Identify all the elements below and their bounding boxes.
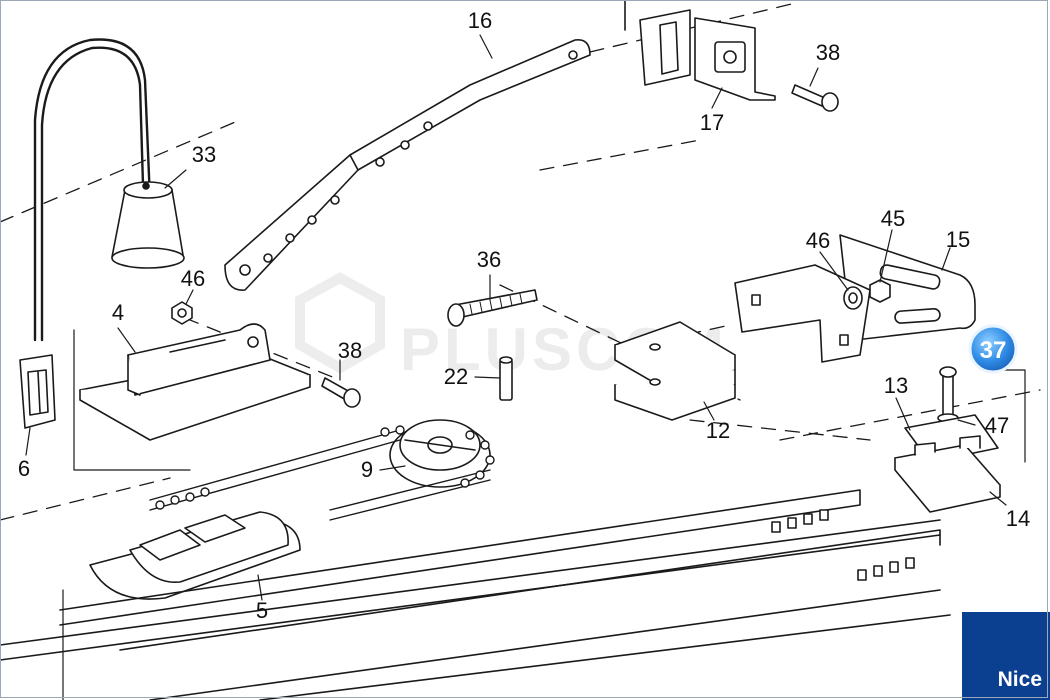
label-part-45: 45: [881, 206, 905, 231]
pulley-bracket-part-12: [614, 321, 736, 421]
header-bracket-part-15: [734, 234, 976, 363]
label-part-38-top: 38: [816, 40, 840, 65]
carriage-part-5: [89, 511, 301, 600]
label-part-5: 5: [256, 598, 268, 623]
label-part-14: 14: [1006, 506, 1030, 531]
leader-lines: [25, 34, 1007, 601]
chain: [149, 425, 495, 521]
label-part-9: 9: [361, 457, 373, 482]
label-part-4: 4: [112, 300, 124, 325]
bracket-part-14: [894, 435, 1001, 513]
nut-part-46-left: [171, 301, 193, 325]
label-part-22: 22: [444, 364, 468, 389]
pin-part-22: [499, 356, 513, 401]
front-bracket-part-4: [79, 323, 311, 441]
label-part-46-right: 46: [806, 228, 830, 253]
label-part-33: 33: [192, 142, 216, 167]
nut-part-45: [869, 279, 891, 303]
washer-part-46-right: [843, 286, 863, 310]
bolt-part-37: [939, 366, 957, 416]
nice-logo: Nice: [962, 612, 1050, 700]
label-part-36: 36: [477, 247, 501, 272]
logo-text: Nice: [997, 668, 1042, 691]
cover-cone-part-33: [111, 181, 185, 269]
label-part-6: 6: [18, 456, 30, 481]
highlight-badge[interactable]: [968, 324, 1018, 374]
screw-part-36: [447, 289, 538, 327]
rail: [0, 489, 951, 700]
label-part-15: 15: [946, 227, 970, 252]
door-bracket-part-17: [599, 0, 776, 101]
label-part-46-left: 46: [181, 266, 205, 291]
bolt-part-38-left: [321, 377, 361, 408]
label-part-17: 17: [700, 110, 724, 135]
label-part-16: 16: [468, 8, 492, 33]
cable-clip-part-6: [19, 354, 56, 429]
cable: [33, 38, 152, 342]
pulley-part-9: [389, 419, 491, 488]
label-part-47: 47: [985, 413, 1009, 438]
label-part-37[interactable]: 37: [980, 337, 1007, 364]
label-part-13: 13: [884, 373, 908, 398]
part-labels: 16 38 17 33 46 4 38 6 36 22 12 9 5 46 45…: [18, 8, 1030, 623]
label-part-38-left: 38: [338, 338, 362, 363]
arm-part-16: [224, 38, 591, 291]
bolt-part-38-top: [791, 84, 839, 112]
label-part-12: 12: [706, 418, 730, 443]
